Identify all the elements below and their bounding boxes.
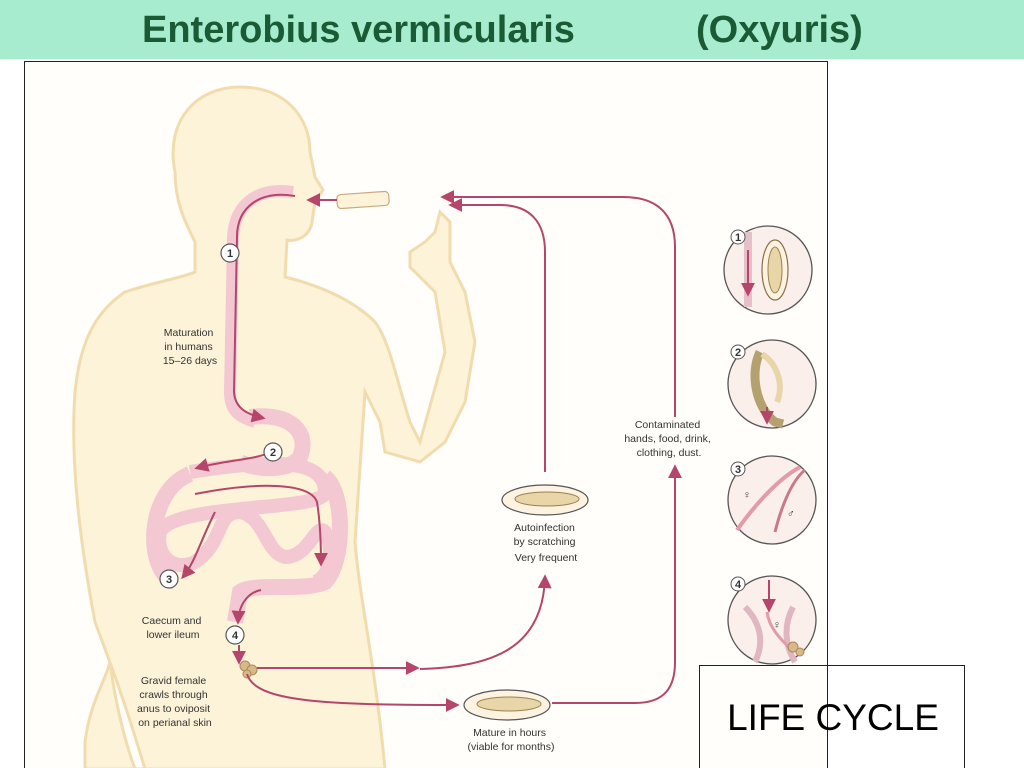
page-title: Enterobius vermicularis (142, 9, 575, 51)
label-gravid-female: Gravid female crawls through anus to ovi… (137, 675, 213, 729)
life-cycle-diagram: 1 2 3 4 Maturation in humans 15–26 days … (24, 61, 828, 768)
svg-text:3: 3 (735, 464, 741, 476)
stage-marker-4: 4 (225, 625, 245, 645)
arrow-intestine-loop (194, 484, 328, 567)
hand-with-food (336, 190, 390, 210)
svg-text:2: 2 (270, 447, 276, 459)
egg-mature (463, 689, 551, 721)
arrow-oesophagus-down (232, 193, 296, 423)
label-autoinfection: Autoinfection by scratching Very frequen… (514, 522, 579, 564)
stage-marker-1: 1 (220, 243, 240, 263)
title-bar (0, 0, 1024, 59)
stage-marker-3: 3 (159, 569, 179, 589)
arrow-colon-down (231, 589, 262, 625)
svg-text:4: 4 (735, 579, 742, 591)
svg-text:3: 3 (166, 574, 172, 586)
arrow-to-caecum (181, 511, 216, 580)
arrow-anus-to-mature-egg (246, 673, 460, 712)
label-contaminated: Contaminated hands, food, drink, clothin… (624, 419, 713, 459)
arrow-contaminated-to-hand (440, 190, 676, 417)
label-maturation: Maturation in humans 15–26 days (163, 327, 217, 367)
page-subtitle-synonym: (Oxyuris) (696, 9, 863, 51)
stage-marker-2: 2 (263, 442, 283, 462)
human-body-silhouette (72, 85, 477, 768)
diagram-svg: 1 2 3 4 Maturation in humans 15–26 days … (72, 85, 817, 768)
arrow-autoinfection-to-hand (448, 198, 546, 472)
svg-text:1: 1 (227, 248, 233, 260)
svg-text:2: 2 (735, 347, 741, 359)
small-intestine (152, 456, 338, 589)
arrow-to-autoinfection-egg (419, 574, 552, 670)
life-cycle-label-box: LIFE CYCLE (699, 665, 965, 768)
female-symbol: ♀ (743, 489, 751, 501)
inset-stage-4: ♀ 4 (727, 575, 817, 665)
arrow-mature-to-contaminated (552, 464, 682, 704)
svg-text:1: 1 (735, 232, 741, 244)
label-mature: Mature in hours (viable for months) (468, 727, 555, 753)
inset-stage-2: 2 (727, 339, 817, 429)
perianal-egg-mass (239, 660, 258, 679)
egg-autoinfection (501, 484, 589, 516)
label-caecum: Caecum and lower ileum (142, 615, 204, 641)
life-cycle-label: LIFE CYCLE (727, 697, 939, 738)
svg-text:♀: ♀ (773, 619, 781, 631)
oesophagus (223, 185, 294, 428)
male-symbol: ♂ (787, 508, 795, 520)
inset-stage-1: 1 (723, 225, 813, 315)
inset-stage-3: ♀ ♂ 3 (727, 455, 817, 545)
svg-text:4: 4 (232, 630, 239, 642)
